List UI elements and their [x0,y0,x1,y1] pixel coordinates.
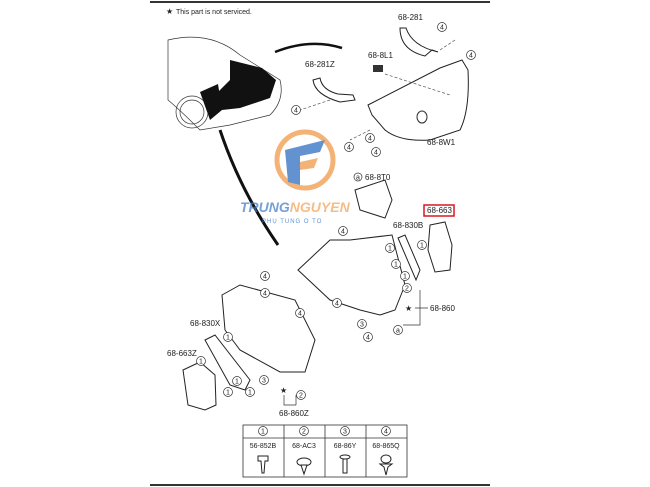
svg-text:68-86Y: 68-86Y [334,443,357,450]
label-68-663Z: 68-663Z [167,349,197,358]
label-68-860Z: 68-860Z [279,409,309,418]
svg-text:a: a [396,328,400,335]
star-icon: ★ [280,386,287,395]
part-68-8T0 [354,179,393,219]
callout-a-text: a [356,175,360,182]
screw-icon [339,454,351,460]
label-68-281: 68-281 [398,13,423,22]
svg-text:4: 4 [368,136,372,143]
svg-text:1: 1 [403,274,407,281]
label-68-860: 68-860 [430,304,455,313]
svg-text:1: 1 [235,379,239,386]
label-68-663: 68-663 [427,206,452,215]
svg-text:3: 3 [360,322,364,329]
svg-text:2: 2 [405,286,409,293]
part-68-830B [397,234,421,282]
highlight-box-68-663 [423,204,455,217]
svg-text:4: 4 [263,274,267,281]
svg-text:4: 4 [440,25,444,32]
clip-icon [380,454,392,464]
svg-text:3: 3 [262,378,266,385]
svg-text:4: 4 [335,301,339,308]
star-icon: ★ [405,304,412,313]
label-68-8T0: 68-8T0 [365,173,391,182]
not-serviced-note: This part is not serviced. [176,9,252,16]
svg-text:4: 4 [298,311,302,318]
svg-text:4: 4 [294,108,298,115]
part-trunk-side-trim-rh [297,234,406,316]
clip-icon [257,455,269,474]
svg-text:1: 1 [226,335,230,342]
svg-text:4: 4 [263,291,267,298]
svg-text:56-852B: 56-852B [250,443,277,450]
svg-text:1: 1 [420,243,424,250]
svg-text:1: 1 [394,262,398,269]
svg-text:68-865Q: 68-865Q [372,443,400,450]
svg-text:2: 2 [302,429,306,436]
svg-text:4: 4 [341,229,345,236]
callouts: 4 4 4 4 4 4 4 1 1 1 1 2 a 4 3 4 4 4 4 1 … [196,22,476,400]
watermark-logo [274,129,336,191]
fastener-col-1: 1 56-852B [250,426,277,474]
svg-text:1: 1 [261,429,265,436]
part-68-281 [399,27,439,57]
fastener-table: 1 56-852B 2 68-AC3 3 68-86Y 4 68-865Q [242,424,408,478]
label-68-281Z: 68-281Z [305,60,335,69]
label-68-8W1: 68-8W1 [427,138,456,147]
label-68-8L1: 68-8L1 [368,51,393,60]
svg-text:4: 4 [366,335,370,342]
callout-a [353,172,363,182]
part-68-8L1 [373,65,383,72]
star-icon: ★ [166,7,173,16]
svg-text:68-AC3: 68-AC3 [292,443,316,450]
car-rear-illustration [167,36,343,246]
part-68-860Z [221,284,316,373]
svg-text:1: 1 [248,390,252,397]
label-68-830X: 68-830X [190,319,221,328]
svg-text:1: 1 [226,390,230,397]
fastener-col-4: 4 68-865Q [372,426,400,476]
handle-recess [416,110,428,124]
svg-text:4: 4 [469,53,473,60]
svg-text:1: 1 [199,359,203,366]
part-68-663 [427,221,453,273]
svg-text:2: 2 [299,393,303,400]
watermark-brand: TRUNGNGUYEN [240,199,351,215]
watermark-tagline: PHỤ TÙNG Ô TÔ [262,218,322,225]
fastener-col-3: 3 68-86Y [334,426,357,474]
fastener-col-2: 2 68-AC3 [292,426,316,476]
part-68-8W1 [367,59,469,141]
svg-text:4: 4 [347,145,351,152]
part-68-830X [204,334,251,391]
part-68-663Z [182,361,217,411]
svg-text:4: 4 [384,429,388,436]
part-68-281Z [312,77,356,103]
label-68-830B: 68-830B [393,221,423,230]
svg-text:3: 3 [343,429,347,436]
svg-text:4: 4 [374,150,378,157]
svg-text:1: 1 [388,246,392,253]
